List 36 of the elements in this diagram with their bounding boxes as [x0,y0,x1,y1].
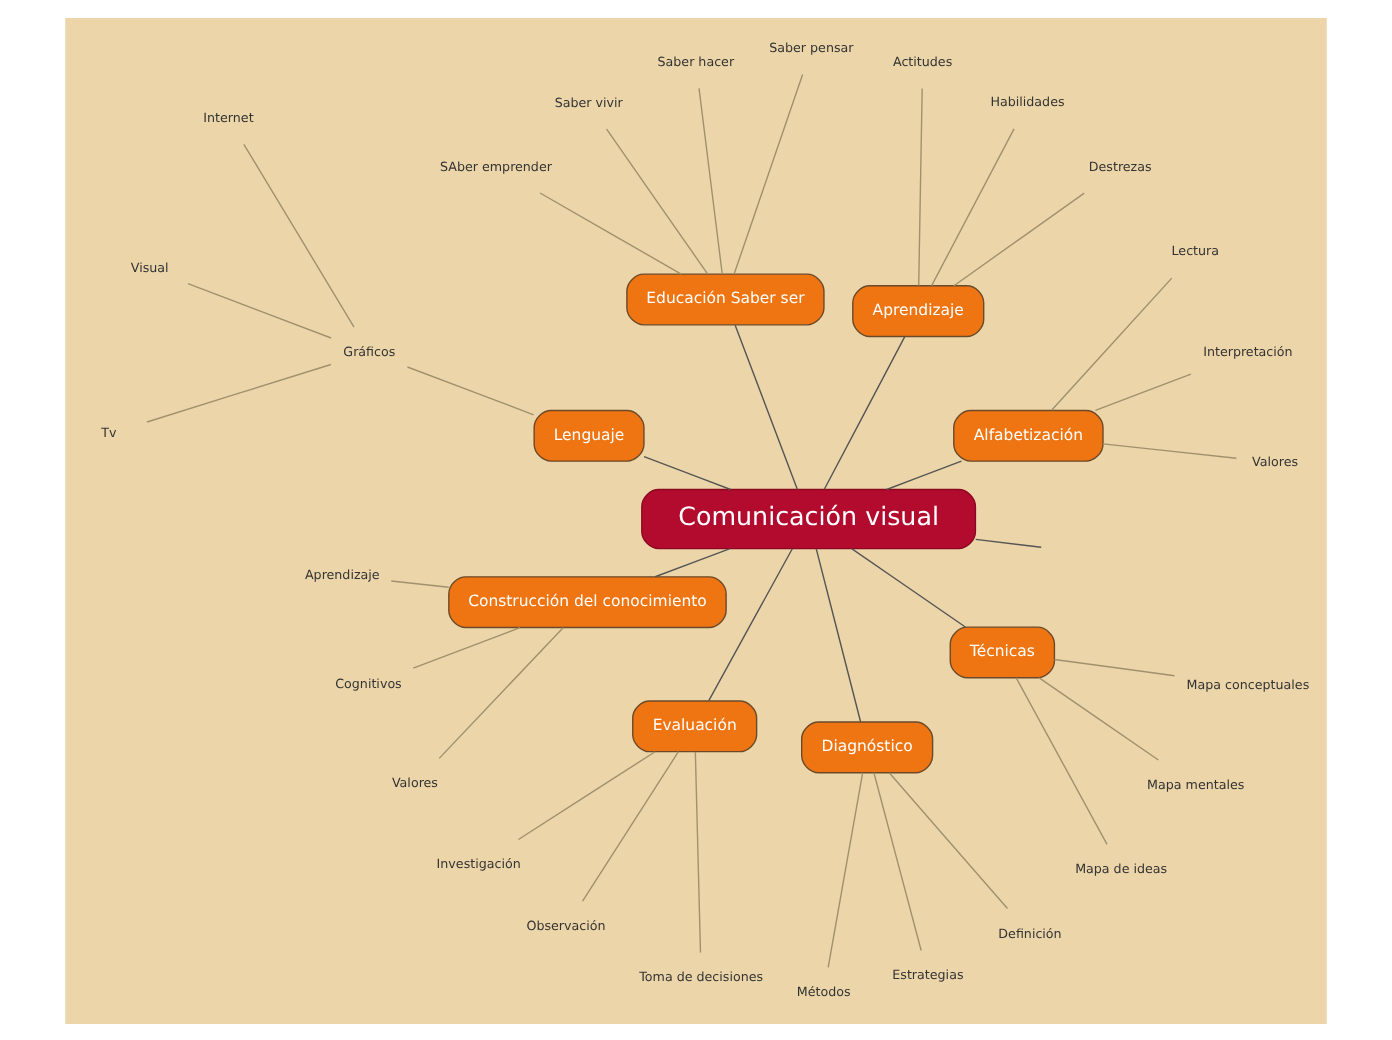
connector [1053,657,1176,676]
connector [888,771,1009,909]
connector [581,750,680,901]
connector [708,547,793,701]
connector [406,365,535,415]
connector [605,127,709,274]
connector [146,362,332,422]
connector [873,771,922,951]
connector [1015,676,1108,845]
connector [886,459,963,490]
connector [438,626,564,759]
connector [734,323,799,490]
connector [1038,676,1160,760]
connector [517,750,656,840]
connector [974,537,1042,547]
connector [815,547,862,722]
connector [850,547,967,627]
connector [823,335,906,489]
connector [390,579,450,587]
connector [654,547,731,577]
connector [243,142,355,327]
connector [643,454,732,490]
connector [187,281,332,338]
connector [930,127,1015,286]
connector [1094,372,1192,411]
connector [953,191,1085,286]
connector [827,771,864,968]
connector [1050,276,1173,410]
connector [539,191,682,274]
connector [918,86,923,286]
connector [698,86,723,274]
connector [412,626,521,668]
node-box: Comunicación visual [641,487,977,549]
connector [1102,442,1238,458]
connector [694,750,702,953]
connector [733,72,804,274]
